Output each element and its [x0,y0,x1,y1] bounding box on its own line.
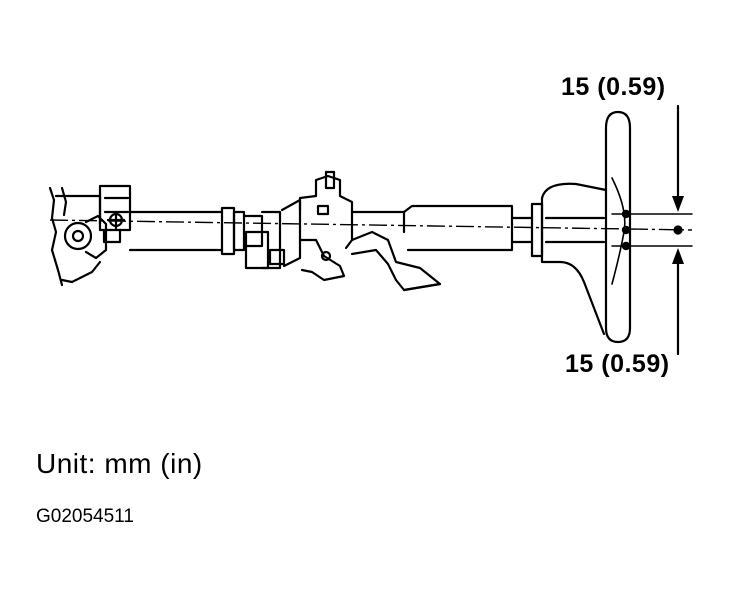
dimension-label-top: 15 (0.59) [561,73,666,101]
unit-label: Unit: mm (in) [36,448,203,479]
dimension-center-marker [673,225,683,235]
lower-point-marker [621,241,631,251]
tilt-lever [350,230,442,292]
arrow-down-head [672,196,684,212]
lower-bracket [48,186,102,287]
arrow-up-head [672,248,684,264]
dimension-label-bottom: 15 (0.59) [565,350,670,378]
tilt-housing [244,198,302,270]
centerline [49,219,693,231]
universal-joint [63,214,108,260]
joint-yoke [98,184,132,244]
upper-point-marker [621,209,631,219]
ignition-switch [298,170,354,282]
steering-wheel-hub [540,182,608,336]
center-point-marker [621,225,631,235]
upper-shaft [510,202,544,258]
lower-shaft [128,210,224,252]
upper-column-tube [350,204,514,252]
figure-code: G02054511 [36,506,134,527]
measurement-points [621,196,684,264]
